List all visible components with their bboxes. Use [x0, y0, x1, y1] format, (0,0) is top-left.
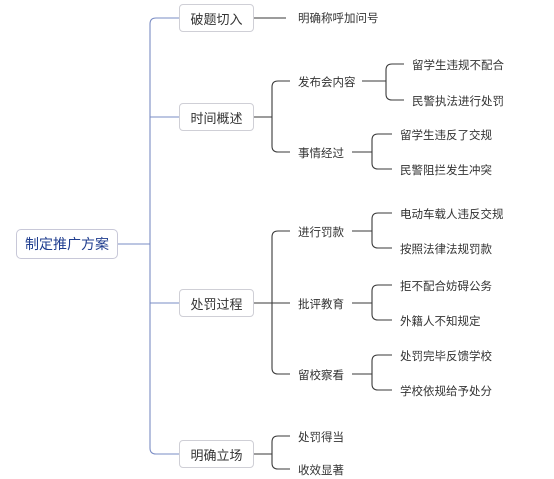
branch-node-lichang[interactable]: 明确立场: [179, 440, 254, 468]
branch-node-label: 时间概述: [190, 111, 243, 127]
branch-node-shijian[interactable]: 时间概述: [179, 103, 254, 131]
branch-node-label: 破题切入: [190, 12, 243, 28]
leaf-label: 民警执法进行处罚: [412, 94, 504, 108]
shijian-connector-branch: [271, 80, 290, 88]
chufa-connector-branch: [271, 230, 290, 238]
branch-node-label: 明确立场: [190, 448, 243, 464]
piping-connector-branch: [371, 313, 392, 321]
branch-node-label: 处罚过程: [190, 297, 243, 313]
lichang-connector-branch: [271, 435, 290, 443]
branch-node-poti[interactable]: 破题切入: [179, 4, 254, 32]
liuxiao-connector-branch: [371, 383, 392, 391]
branch-node-chufa[interactable]: 处罚过程: [179, 289, 254, 317]
fakuan-connector-branch: [371, 241, 392, 249]
piping-connector-branch: [371, 284, 392, 292]
leaf-label: 外籍人不知规定: [400, 314, 481, 328]
leaf-label: 拒不配合妨碍公务: [400, 279, 492, 293]
topic-label: 进行罚款: [298, 225, 344, 239]
root-connector-branch: [149, 447, 179, 455]
topic-label: 收效显著: [298, 463, 344, 477]
fabuhui-connector-branch: [385, 93, 404, 101]
chufa-connector-branch: [271, 367, 290, 375]
root-node[interactable]: 制定推广方案: [16, 229, 118, 259]
shiqing-connector-branch: [371, 133, 392, 141]
leaf-label: 处罚完毕反馈学校: [400, 349, 492, 363]
leaf-label: 民警阻拦发生冲突: [400, 163, 492, 177]
leaf-label: 按照法律法规罚款: [400, 242, 492, 256]
lichang-connector-branch: [271, 462, 290, 470]
topic-label: 明确称呼加问号: [298, 11, 379, 25]
leaf-label: 留学生违规不配合: [412, 58, 504, 72]
leaf-label: 留学生违反了交规: [400, 128, 492, 142]
root-connector-branch: [149, 17, 179, 25]
topic-label: 留校察看: [298, 368, 344, 382]
fabuhui-connector-branch: [385, 63, 404, 71]
shijian-connector-branch: [271, 145, 290, 153]
topic-label: 批评教育: [298, 297, 344, 311]
root-node-label: 制定推广方案: [25, 237, 109, 253]
shiqing-connector-branch: [371, 162, 392, 170]
leaf-label: 学校依规给予处分: [400, 384, 492, 398]
topic-label: 事情经过: [298, 146, 344, 160]
leaf-label: 电动车载人违反交规: [400, 207, 504, 221]
topic-label: 发布会内容: [298, 75, 356, 89]
topic-label: 处罚得当: [298, 430, 344, 444]
fakuan-connector-branch: [371, 212, 392, 220]
liuxiao-connector-branch: [371, 354, 392, 362]
